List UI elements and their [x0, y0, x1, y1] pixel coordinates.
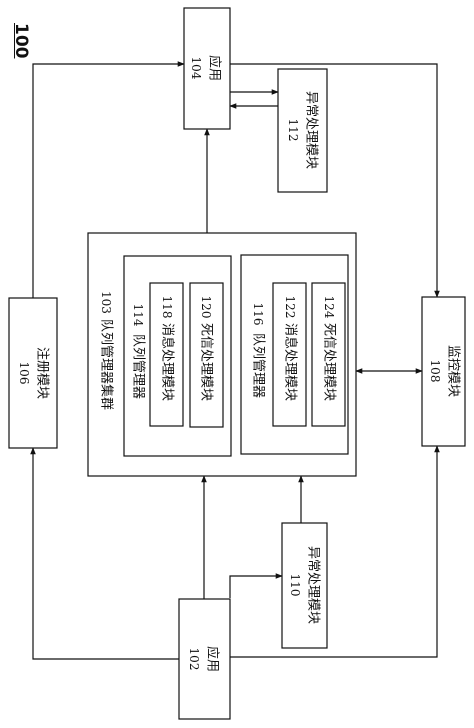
qm-116-number: 116: [251, 303, 265, 326]
exception-112-number: 112: [286, 119, 300, 142]
exception-112-label: 异常处理模块: [304, 91, 319, 169]
register-106-number: 106: [17, 362, 31, 385]
msg-122-label: 消息处理模块: [283, 323, 299, 401]
exception-112-box: [277, 68, 328, 193]
connector-register-to-app-104: [32, 61, 185, 298]
qm-114-label: 队列管理器: [131, 334, 146, 399]
msg-122-box: [272, 282, 307, 427]
app-102-box: [178, 598, 231, 720]
cluster-103-title: 103 队列管理器集群: [99, 291, 115, 410]
msg-118-box: [149, 282, 184, 427]
register-106-box: [8, 297, 58, 449]
exception-110-label: 异常处理模块: [306, 546, 321, 624]
qm-114-number: 114: [131, 304, 145, 327]
register-106-label: 注册模块: [35, 347, 50, 399]
connector-register-to-app-102: [30, 447, 179, 660]
dead-124-box: [311, 282, 346, 427]
msg-122-number: 122: [283, 296, 297, 319]
connector-monitor-to-app-102: [230, 445, 440, 658]
monitor-108-number: 108: [428, 360, 442, 383]
msg-118-number: 118: [160, 296, 174, 319]
monitor-108-box: [421, 296, 466, 447]
exception-110-number: 110: [288, 574, 302, 597]
cluster-103-label: 队列管理器集群: [99, 319, 115, 410]
app-104-label: 应用: [207, 55, 223, 81]
connectors: [30, 61, 440, 660]
dead-124-label: 死信处理模块: [322, 323, 337, 401]
dead-124-number: 124: [322, 296, 336, 319]
app-104-box: [183, 7, 231, 130]
monitor-108-label: 监控模块: [446, 345, 461, 397]
app-104-number: 104: [189, 57, 203, 80]
cluster-103-number: 103: [99, 291, 113, 314]
app-102-number: 102: [187, 648, 201, 671]
exception-110-box: [281, 522, 328, 649]
dead-120-box: [189, 282, 224, 428]
dead-120-label: 死信处理模块: [199, 323, 214, 401]
msg-118-label: 消息处理模块: [160, 323, 176, 401]
connector-app102-to-110: [229, 573, 283, 598]
app-102-label: 应用: [205, 646, 221, 672]
qm-116-label: 队列管理器: [251, 333, 266, 398]
dead-120-number: 120: [199, 296, 213, 319]
connector-monitor-to-app-104: [230, 63, 440, 298]
